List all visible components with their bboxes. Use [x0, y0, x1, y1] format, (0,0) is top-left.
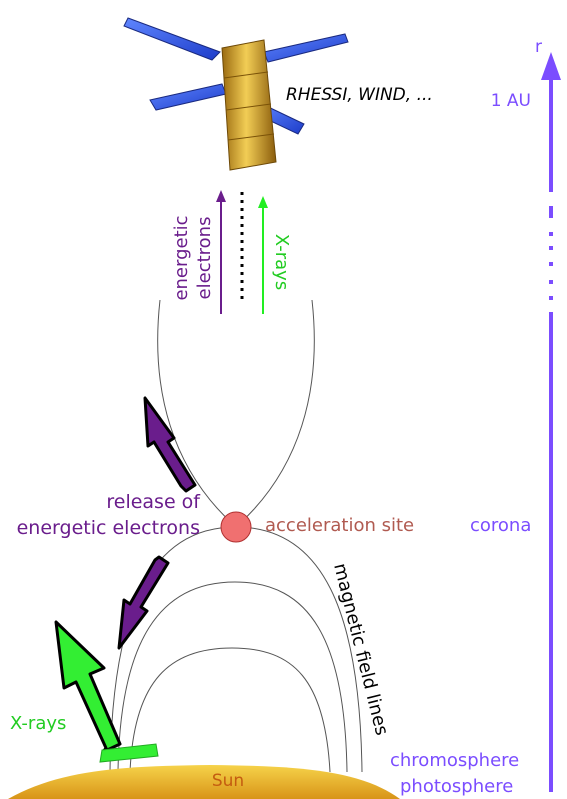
axis-dot [549, 232, 553, 236]
electron-arrowhead-icon [216, 190, 226, 202]
electrons-label: electrons [194, 217, 215, 300]
xrays-top-label: X-rays [271, 234, 292, 290]
footpoint-source [99, 743, 159, 763]
release-label-line2: energetic electrons [17, 517, 200, 539]
axis-dot [549, 280, 553, 284]
axis-r-label: r [535, 37, 542, 57]
solar-panel-left-upper [123, 17, 221, 61]
axis-dot [549, 246, 553, 250]
open-field-line-left [157, 299, 237, 528]
axis-dot [549, 296, 553, 300]
field-loop-inner [129, 647, 331, 773]
photosphere-label: photosphere [400, 776, 513, 797]
xray-arrowhead-icon [258, 196, 268, 208]
corona-label: corona [470, 515, 531, 536]
axis-dot [549, 262, 553, 266]
acceleration-site-label: acceleration site [265, 515, 414, 536]
axis-au-label: 1 AU [491, 91, 531, 111]
xrays-footpoint-label: X-rays [10, 713, 66, 734]
open-field-line-right [235, 299, 315, 528]
magnetic-field-label: magnetic field lines [329, 561, 392, 737]
body-band [227, 133, 275, 141]
energetic-label: energetic [171, 215, 192, 300]
precipitating-electron-arrow-icon [117, 555, 170, 650]
xray-emission-arrow-icon [54, 620, 122, 754]
spacecraft-label: RHESSI, WIND, ... [286, 85, 433, 105]
field-loop-outer [109, 526, 363, 773]
satellite-icon [123, 17, 349, 171]
body-band [225, 103, 272, 111]
chromosphere-label: chromosphere [390, 750, 519, 771]
acceleration-site-marker [220, 511, 252, 543]
escaping-electron-arrow-icon [143, 396, 197, 493]
solar-panel-left-lower [149, 83, 227, 111]
axis-arrowhead-icon [541, 52, 561, 80]
body-band [223, 71, 269, 79]
sun-surface [8, 765, 400, 799]
field-loop-middle [117, 581, 348, 773]
solar-panel-right-upper [263, 33, 349, 63]
distance-axis [541, 52, 561, 792]
sun-label: Sun [212, 771, 244, 791]
release-label-line1: release of [106, 491, 201, 513]
